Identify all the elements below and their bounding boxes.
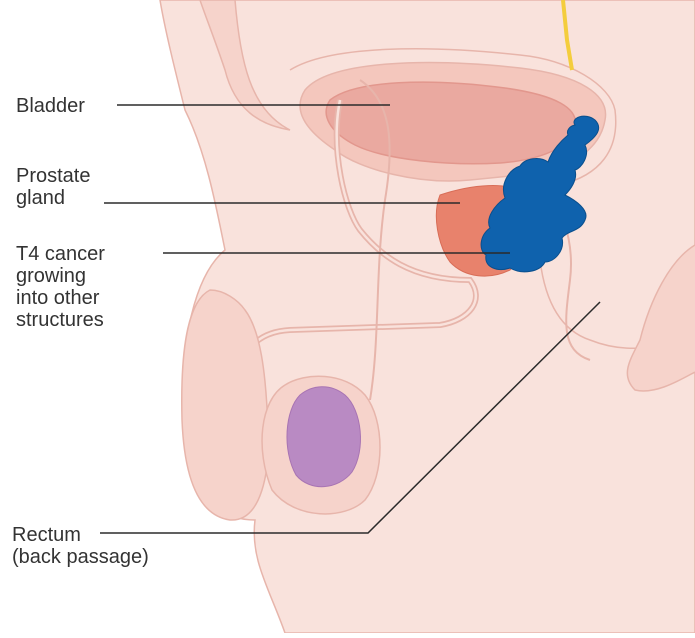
label-t4-line-1: T4 cancer (16, 243, 105, 265)
label-t4-line-4: structures (16, 309, 105, 331)
label-rectum-line-1: Rectum (12, 524, 149, 546)
testis (287, 387, 361, 487)
label-prostate-line-2: gland (16, 187, 90, 209)
label-rectum-line-2: (back passage) (12, 546, 149, 568)
label-t4-cancer: T4 cancer growing into other structures (16, 243, 105, 331)
label-bladder: Bladder (16, 95, 85, 117)
label-t4-line-3: into other (16, 287, 105, 309)
label-bladder-text: Bladder (16, 95, 85, 117)
label-prostate: Prostate gland (16, 165, 90, 209)
label-prostate-line-1: Prostate (16, 165, 90, 187)
label-rectum: Rectum (back passage) (12, 524, 149, 568)
label-t4-line-2: growing (16, 265, 105, 287)
